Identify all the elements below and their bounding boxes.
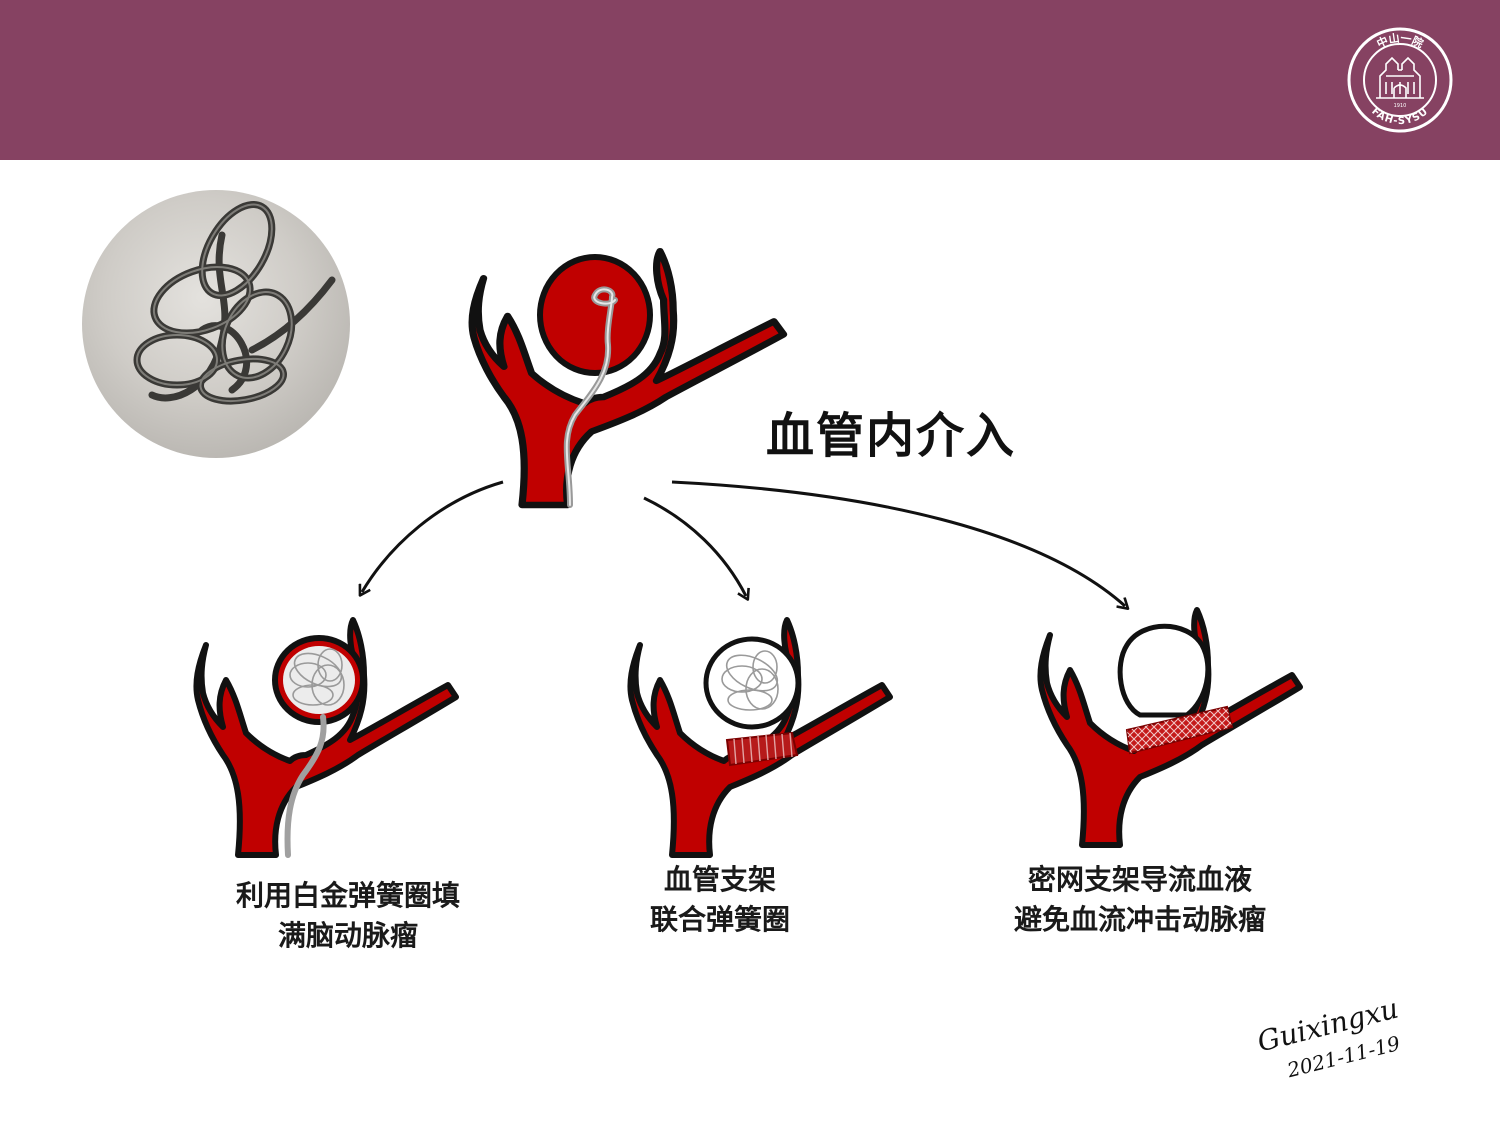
arrow-to-stent-coil xyxy=(643,496,746,596)
caption-flow-diverter: 密网支架导流血液 避免血流冲击动脉瘤 xyxy=(980,860,1300,940)
coil-mass xyxy=(283,646,355,714)
author-signature: Guixingxu 2021-11-19 xyxy=(1254,992,1403,1080)
vessel-coiling xyxy=(196,620,456,858)
vessel-stent-coil xyxy=(630,620,890,855)
diagram-title: 血管内介入 xyxy=(766,408,1017,464)
platinum-coil-photo xyxy=(82,190,350,458)
vessel-flow-diverter xyxy=(1040,610,1300,845)
caption-line: 血管支架 xyxy=(663,863,776,896)
caption-line: 联合弹簧圈 xyxy=(649,903,790,936)
caption-line: 避免血流冲击动脉瘤 xyxy=(1013,903,1266,936)
header-bar: 中山一院 FAH-SYSU 1910 xyxy=(0,0,1500,160)
caption-line: 密网支架导流血液 xyxy=(1027,863,1252,896)
caption-line: 满脑动脉瘤 xyxy=(277,919,418,952)
stent xyxy=(725,731,799,767)
caption-stent-coil: 血管支架 联合弹簧圈 xyxy=(590,860,850,940)
arrow-to-flow-diverter xyxy=(671,480,1125,606)
caption-coiling: 利用白金弹簧圈填 满脑动脉瘤 xyxy=(198,876,498,956)
logo-year: 1910 xyxy=(1394,103,1407,109)
vessel-top xyxy=(472,251,783,505)
caption-line: 利用白金弹簧圈填 xyxy=(235,879,460,912)
arrow-to-coiling xyxy=(362,480,504,592)
fah-sysu-seal-icon: 中山一院 FAH-SYSU 1910 xyxy=(1347,27,1453,133)
